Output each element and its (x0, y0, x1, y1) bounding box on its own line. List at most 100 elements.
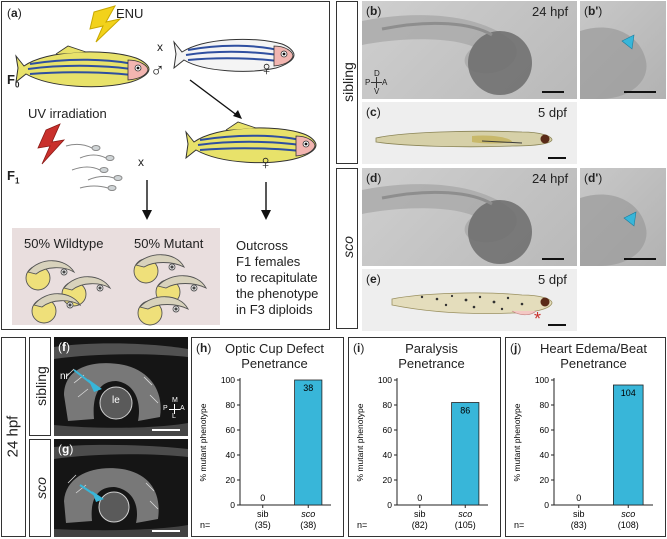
f1-label: F1 (7, 168, 20, 186)
chart-i: (i) Paralysis Penetrance % mutant phenot… (348, 337, 501, 537)
y-tick-label: 40 (226, 450, 236, 460)
uv-bolt-icon (37, 123, 66, 165)
bar (451, 402, 480, 506)
panel-c-stage: 5 dpf (538, 105, 567, 120)
panel-d-image: (d) 24 hpf (362, 168, 577, 266)
sibling-label-box-f: sibling (29, 337, 51, 436)
scale-bar (624, 258, 656, 260)
data-label: 104 (621, 388, 636, 398)
y-tick-label: 20 (540, 475, 550, 485)
sperm-cells (65, 143, 123, 191)
bar (613, 384, 644, 506)
chart-title-line: Penetrance (560, 356, 627, 371)
f0-label: F0 (7, 72, 20, 90)
chart-i-letter: (i) (353, 341, 365, 355)
embryos (25, 254, 208, 326)
n-label: n= (200, 520, 210, 530)
arrow-icon (92, 491, 104, 502)
y-axis-label: % mutant phenotype (355, 403, 365, 481)
panel-b-prime-image: (b') (580, 1, 666, 99)
scale-bar (624, 91, 656, 93)
chart-j-letter: (j) (510, 341, 522, 355)
panel-g-letter: (g) (58, 442, 74, 456)
x-tick-label: sco (301, 509, 315, 519)
panel-a-illustration (12, 5, 317, 326)
data-label: 0 (260, 493, 265, 503)
panel-d-prime-letter: (d') (584, 171, 603, 185)
panel-d-prime-image: (d') (580, 168, 666, 266)
y-tick-label: 60 (226, 425, 236, 435)
panel-e-image: (e) 5 dpf * (362, 269, 577, 331)
axis-a: A (382, 78, 388, 87)
y-tick-label: 40 (540, 450, 550, 460)
axis-p: P (163, 405, 168, 412)
x-tick-label: sco (621, 509, 635, 519)
sibling-row-label-box: sibling (336, 1, 358, 164)
enu-lightning-icon (89, 5, 122, 43)
y-tick-label: 80 (383, 400, 393, 410)
n-label: n= (514, 520, 524, 530)
n-value: (83) (571, 520, 587, 530)
x-tick-label: sib (414, 509, 426, 519)
panel-f-image: (f) nr le M P A L (54, 337, 188, 436)
sibling-row-label: sibling (340, 62, 356, 102)
sco-label-g: sco (33, 477, 49, 499)
x-tick-label: sco (458, 509, 472, 519)
f1-female-fish (185, 121, 317, 164)
scale-bar (542, 258, 564, 260)
y-tick-label: 60 (383, 425, 393, 435)
scale-bar (152, 530, 180, 532)
sco-label-box-g: sco (29, 439, 51, 537)
axis-m: M (172, 397, 178, 404)
y-axis-label: % mutant phenotype (198, 403, 208, 481)
axis-cross-h (371, 82, 382, 83)
outcross-line: the phenotype (236, 286, 319, 301)
panel-b-letter: (b) (366, 4, 382, 18)
axis-l: L (172, 413, 176, 420)
scale-bar (542, 91, 564, 93)
female-symbol-f0: ♀ (259, 58, 274, 80)
edema-asterisk: * (534, 309, 542, 329)
sco-row-label: sco (340, 236, 356, 258)
chart-title-line: Penetrance (241, 356, 308, 371)
chart-i-title: Paralysis Penetrance (349, 341, 500, 371)
scale-bar (152, 429, 180, 431)
data-label: 38 (303, 383, 313, 393)
y-tick-label: 20 (383, 475, 393, 485)
chart-h-plot: % mutant phenotype0204060801000sib(35)38… (198, 375, 331, 530)
enu-label: ENU (116, 6, 144, 21)
y-tick-label: 40 (383, 450, 393, 460)
chart-h-letter: (h) (196, 341, 212, 355)
chart-h-title: Optic Cup Defect Penetrance (192, 341, 343, 371)
y-tick-label: 100 (378, 375, 392, 385)
n-value: (105) (455, 520, 476, 530)
axis-a: A (180, 405, 185, 412)
chart-j: (j) Heart Edema/Beat Penetrance % mutant… (505, 337, 666, 537)
x-tick-label: sib (257, 509, 269, 519)
mutant-label: 50% Mutant (134, 236, 204, 251)
female-symbol-f1: ♀ (258, 152, 273, 174)
y-tick-label: 0 (230, 500, 235, 510)
outcross-line: Outcross (236, 238, 289, 253)
chart-j-title: Heart Edema/Beat Penetrance (506, 341, 665, 371)
data-label: 86 (460, 406, 470, 416)
panel-e-stage: 5 dpf (538, 272, 567, 287)
axis-cross-h (169, 409, 180, 410)
y-axis-label: % mutant phenotype (512, 403, 522, 481)
f0-male-fish (15, 45, 150, 88)
outcross-text: Outcross F1 females to recapitulate the … (236, 238, 318, 318)
axis-p: P (365, 78, 371, 87)
panel-a: (a) (1, 1, 330, 330)
y-tick-label: 100 (535, 375, 549, 385)
outcross-line: to recapitulate (236, 270, 318, 285)
le-label: le (112, 395, 120, 406)
panel-b-stage: 24 hpf (532, 4, 569, 19)
panel-c-image: (c) 5 dpf (362, 102, 577, 164)
scale-bar (548, 324, 566, 326)
male-symbol: ♂ (150, 60, 165, 82)
y-tick-label: 80 (226, 400, 236, 410)
n-label: n= (357, 520, 367, 530)
n-value: (38) (300, 520, 316, 530)
axis-v: V (374, 87, 380, 96)
chart-title-line: Optic Cup Defect (225, 341, 324, 356)
